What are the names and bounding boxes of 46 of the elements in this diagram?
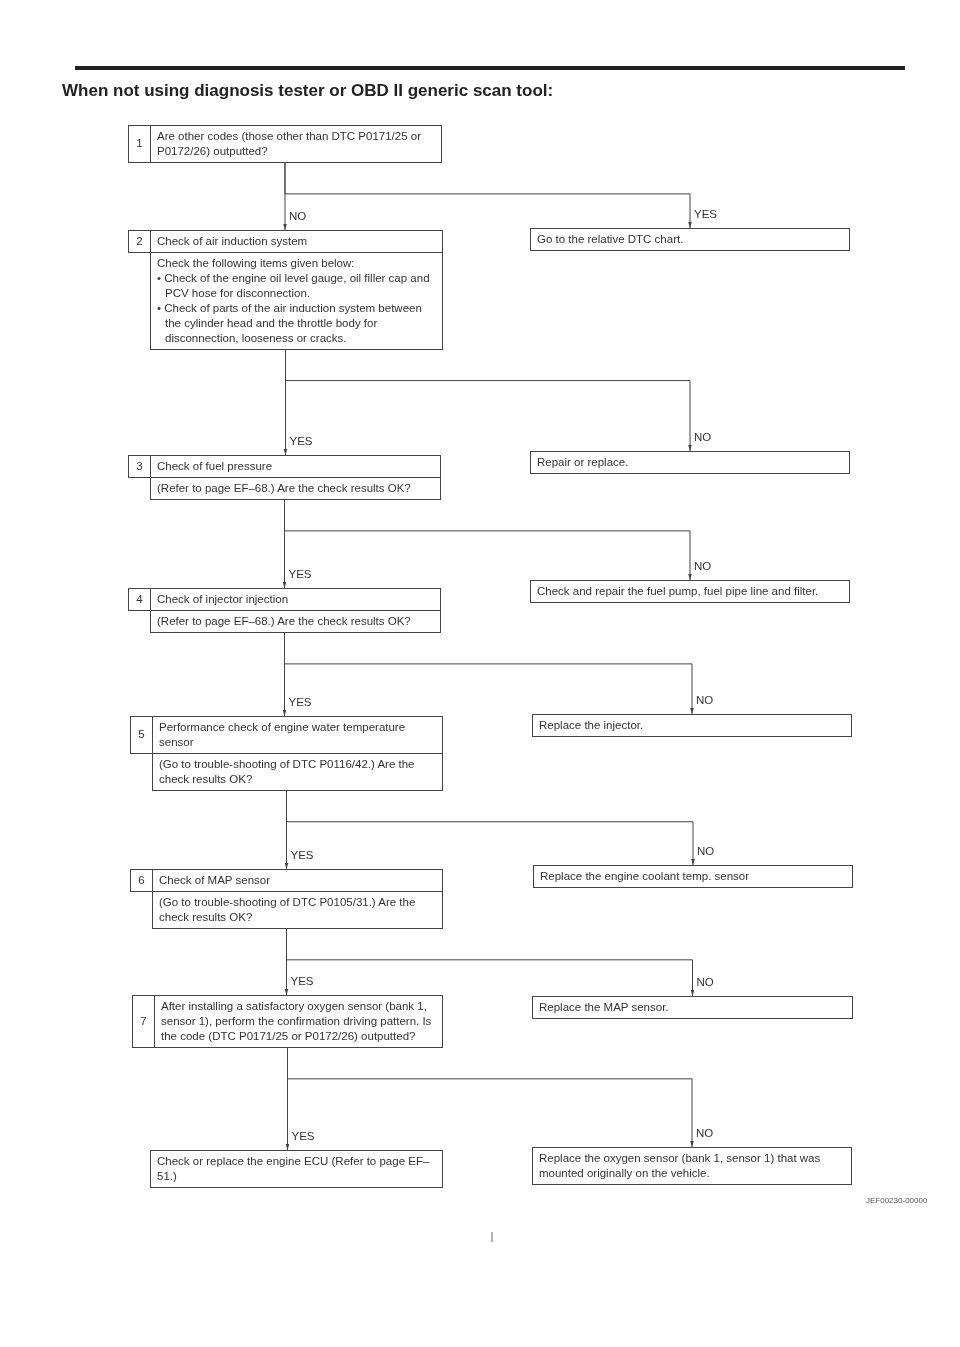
- edge-label: NO: [288, 210, 308, 222]
- edge-label: NO: [695, 1127, 715, 1139]
- step-question: After installing a satisfactory oxygen sensor (bank 1, sensor 1), perform the confirmation driving pattern. Is the code (DTC P0171/25 or P0172/26) outputted?: [154, 995, 443, 1048]
- step-number: 5: [130, 716, 153, 754]
- bullet-item: • Check of parts of the air induction system between the cylinder head and the throttle body for disconnection, looseness or cracks.: [157, 300, 423, 346]
- edge-label: YES: [289, 975, 315, 987]
- page-title: When not using diagnosis tester or OBD II generic scan tool:: [62, 81, 554, 101]
- action-box: Replace the MAP sensor.: [532, 996, 853, 1019]
- edge-label: YES: [693, 208, 718, 220]
- action-box: Replace the injector.: [532, 714, 852, 737]
- step-number: 4: [128, 588, 151, 611]
- action-box: Check and repair the fuel pump, fuel pipe line and filter.: [530, 580, 850, 603]
- action-box: Replace the oxygen sensor (bank 1, sensor 1) that was mounted originally on the vehicle.: [532, 1147, 852, 1185]
- edge-label: NO: [695, 694, 715, 706]
- connector-arrow: [284, 162, 692, 229]
- figure-code: JEF00230-00000: [866, 1196, 928, 1205]
- step-instructions: (Refer to page EF–68.) Are the check results OK?: [150, 609, 441, 633]
- edge-label: NO: [695, 976, 715, 988]
- edge-label: YES: [287, 568, 313, 580]
- action-box: Repair or replace.: [530, 451, 850, 474]
- step-instructions: (Go to trouble-shooting of DTC P0105/31.) Are the check results OK?: [152, 890, 443, 929]
- step-instructions: (Go to trouble-shooting of DTC P0116/42.) Are the check results OK?: [152, 752, 443, 791]
- edge-label: NO: [696, 845, 716, 857]
- step-number: 2: [128, 230, 151, 253]
- step-heading: Check of MAP sensor: [152, 869, 443, 892]
- edge-label: NO: [693, 560, 713, 572]
- edge-label: YES: [290, 1130, 316, 1142]
- step-heading: Check of air induction system: [150, 230, 443, 253]
- edge-label: YES: [287, 696, 313, 708]
- action-box: Go to the relative DTC chart.: [530, 228, 850, 251]
- edge-label: NO: [693, 431, 713, 443]
- step-heading: Check of injector injection: [150, 588, 441, 611]
- action-box: Replace the engine coolant temp. sensor: [533, 865, 853, 888]
- step-question: Are other codes (those other than DTC P0171/25 or P0172/26) outputted?: [150, 125, 442, 163]
- step-number: 7: [132, 995, 155, 1048]
- step-heading: Check of fuel pressure: [150, 455, 441, 478]
- step-heading: Performance check of engine water temperature sensor: [152, 716, 443, 754]
- action-box: Check or replace the engine ECU (Refer to page EF–51.): [150, 1150, 443, 1188]
- step-instructions: (Refer to page EF–68.) Are the check results OK?: [150, 476, 441, 500]
- step-number: 6: [130, 869, 153, 892]
- edge-label: YES: [289, 849, 315, 861]
- instruction-text: Check the following items given below:: [157, 255, 356, 271]
- step-number: 1: [128, 125, 151, 163]
- edge-label: YES: [288, 435, 314, 447]
- bullet-item: • Check of the engine oil level gauge, oil filler cap and PCV hose for disconnection.: [157, 270, 431, 301]
- step-number: 3: [128, 455, 151, 478]
